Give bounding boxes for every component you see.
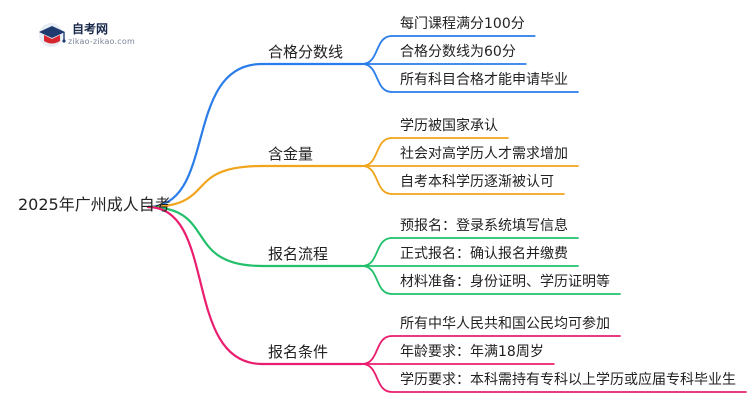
leaf-label: 学历要求：本科需持有专科以上学历或应届专科毕业生 bbox=[400, 372, 736, 388]
leaf-connector bbox=[361, 363, 393, 393]
leaf-label: 每门课程满分100分 bbox=[400, 16, 525, 32]
branch-connector bbox=[146, 205, 264, 366]
logo-url: zikao-zikao.com bbox=[68, 37, 135, 46]
leaf-connector bbox=[361, 237, 393, 267]
logo-title: 自考网 bbox=[72, 22, 109, 36]
leaf-label: 材料准备：身份证明、学历证明等 bbox=[400, 274, 610, 290]
branch-connector bbox=[146, 62, 264, 209]
leaf-connector bbox=[361, 137, 393, 167]
branch-connector bbox=[146, 164, 264, 209]
leaf-label: 社会对高学历人才需求增加 bbox=[400, 146, 568, 162]
leaf-label: 所有中华人民共和国公民均可参加 bbox=[400, 316, 610, 332]
branch-label: 报名流程 bbox=[268, 245, 329, 263]
leaf-connector bbox=[361, 165, 393, 195]
leaf-connector bbox=[361, 335, 393, 365]
branch-connector bbox=[146, 205, 264, 268]
root-topic: 2025年广州成人自考 bbox=[18, 195, 171, 214]
leaf-label: 所有科目合格才能申请毕业 bbox=[400, 72, 568, 88]
graduation-cap-icon bbox=[39, 23, 66, 47]
leaf-connector bbox=[361, 63, 393, 93]
leaf-label: 自考本科学历逐渐被认可 bbox=[400, 174, 554, 190]
leaf-label: 合格分数线为60分 bbox=[400, 44, 516, 60]
leaf-label: 预报名：登录系统填写信息 bbox=[400, 218, 568, 234]
leaf-label: 年龄要求：年满18周岁 bbox=[400, 344, 544, 360]
branch-label: 合格分数线 bbox=[268, 43, 344, 61]
leaf-connector bbox=[361, 265, 393, 295]
branch-label: 报名条件 bbox=[268, 343, 329, 361]
leaf-label: 学历被国家承认 bbox=[400, 118, 498, 134]
branch-label: 含金量 bbox=[268, 145, 314, 163]
leaf-label: 正式报名：确认报名并缴费 bbox=[400, 246, 568, 262]
leaf-connector bbox=[361, 35, 393, 65]
